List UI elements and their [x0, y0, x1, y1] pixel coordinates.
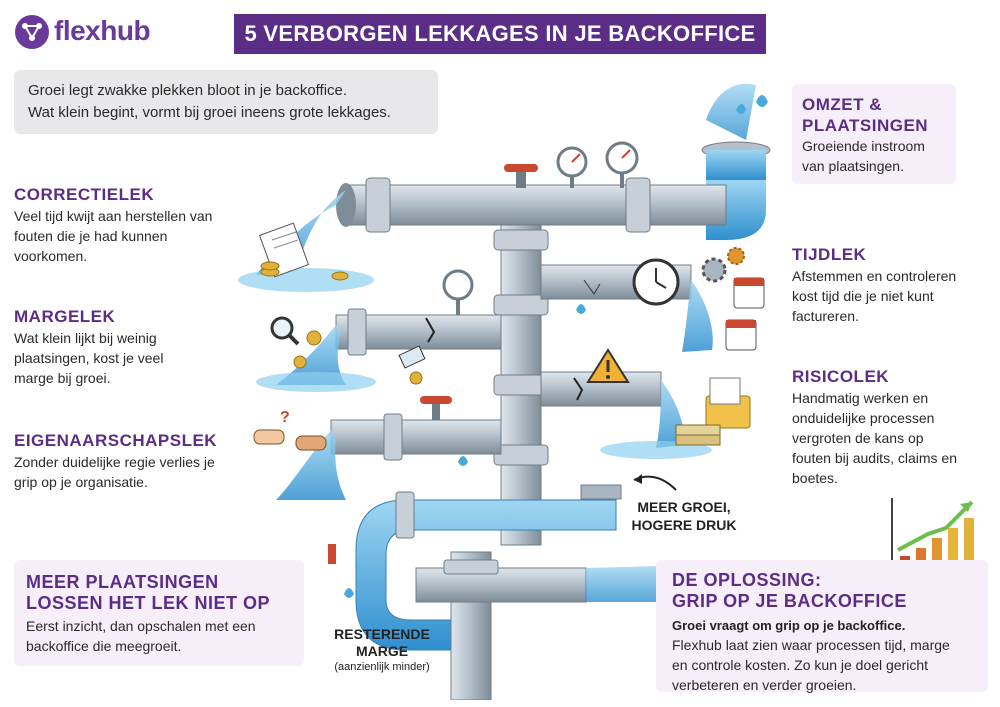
correctielek-line-3: voorkomen. — [14, 248, 88, 264]
brand-logo-text: flexhub — [54, 15, 151, 46]
omzet-line-2: van plaatsingen. — [802, 158, 904, 174]
tijdlek-line-3: factureren. — [792, 308, 859, 324]
warning-icon — [586, 348, 630, 383]
meer-plaatsingen-title-2: LOSSEN HET LEK NIET OP — [26, 593, 271, 613]
svg-text:?: ? — [280, 409, 290, 426]
risicolek-title: RISICOLEK — [792, 367, 890, 386]
gauge-icon — [556, 141, 639, 188]
tijdlek-section: TIJDLEK Afstemmen en controleren kost ti… — [792, 244, 992, 326]
tijdlek-line-1: Afstemmen en controleren — [792, 268, 957, 284]
risicolek-section: RISICOLEK Handmatig werken en onduidelij… — [792, 366, 992, 488]
meer-plaatsingen-line-2: backoffice die meegroeit. — [26, 638, 182, 654]
page-title: 5 VERBORGEN LEKKAGES IN JE BACKOFFICE — [234, 14, 766, 54]
resterende-line-3: (aanzienlijk minder) — [334, 661, 430, 673]
coin-icon — [260, 261, 349, 281]
intro-box: Groei legt zwakke plekken bloot in je ba… — [14, 70, 438, 134]
gauge-icon — [442, 269, 474, 301]
oplossing-title-2: GRIP OP JE BACKOFFICE — [672, 591, 907, 611]
oplossing-bold-line: Groei vraagt om grip op je backoffice. — [672, 618, 906, 633]
oplossing-line-3: verbeteren en verder groeien. — [672, 677, 857, 693]
meer-plaatsingen-card: MEER PLAATSINGEN LOSSEN HET LEK NIET OP … — [14, 560, 304, 666]
folder-icon — [705, 377, 751, 429]
margelek-line-1: Wat klein lijkt bij weinig — [14, 330, 157, 346]
eigenaarschapslek-line-1: Zonder duidelijke regie verlies je — [14, 454, 215, 470]
correctielek-section: CORRECTIELEK Veel tijd kwijt aan herstel… — [14, 184, 244, 266]
resterende-line-2: MARGE — [355, 643, 409, 659]
omzet-title-1: OMZET & — [802, 95, 882, 114]
resterende-line-1: RESTERENDE — [334, 626, 430, 642]
price-tag-icon — [398, 345, 426, 369]
risicolek-line-1: Handmatig werken en — [792, 390, 929, 406]
correctielek-line-1: Veel tijd kwijt aan herstellen van — [14, 208, 213, 224]
tijdlek-line-2: kost tijd die je niet kunt — [792, 288, 934, 304]
valve-icon — [504, 164, 538, 188]
margelek-section: MARGELEK Wat klein lijkt bij weinig plaa… — [14, 306, 244, 388]
eigenaarschapslek-section: EIGENAARSCHAPSLEK Zonder duidelijke regi… — [14, 430, 254, 492]
omzet-line-1: Groeiende instroom — [802, 138, 925, 154]
correctielek-line-2: fouten die je had kunnen — [14, 228, 168, 244]
pipe-illustration: ? — [238, 83, 771, 700]
eigenaarschapslek-line-2: grip op je organisatie. — [14, 474, 148, 490]
meer-plaatsingen-title-1: MEER PLAATSINGEN — [26, 572, 219, 592]
pointing-hands-icon: ? — [253, 409, 327, 451]
tijdlek-title: TIJDLEK — [792, 245, 867, 264]
risicolek-line-2: onduidelijke processen — [792, 410, 935, 426]
oplossing-line-2: en controle kosten. Zo kun je doel geric… — [672, 657, 929, 673]
correctielek-title: CORRECTIELEK — [14, 185, 155, 204]
resterende-marge-label: RESTERENDE MARGE (aanzienlijk minder) — [320, 626, 444, 675]
intro-line-2: Wat klein begint, vormt bij groei ineens… — [28, 104, 391, 121]
risicolek-line-5: boetes. — [792, 470, 838, 486]
meer-groei-label: MEER GROEI, HOGERE DRUK — [622, 498, 746, 534]
eigenaarschapslek-title: EIGENAARSCHAPSLEK — [14, 431, 218, 450]
oplossing-card: DE OPLOSSING: GRIP OP JE BACKOFFICE Groe… — [656, 560, 988, 693]
meer-groei-line-2: HOGERE DRUK — [631, 517, 737, 533]
omzet-card: OMZET & PLAATSINGEN Groeiende instroom v… — [792, 84, 956, 184]
margelek-line-2: plaatsingen, kost je veel — [14, 350, 164, 366]
omzet-title-2: PLAATSINGEN — [802, 116, 929, 135]
oplossing-title-1: DE OPLOSSING: — [672, 570, 822, 590]
risicolek-line-3: vergroten de kans op — [792, 430, 924, 446]
margelek-line-3: marge bij groei. — [14, 370, 111, 386]
magnifier-icon — [270, 316, 300, 346]
meer-groei-line-1: MEER GROEI, — [637, 499, 731, 515]
risicolek-line-4: fouten bij audits, claims en — [792, 450, 957, 466]
flexhub-logo-icon — [15, 15, 49, 49]
oplossing-line-1: Flexhub laat zien waar processen tijd, m… — [672, 637, 950, 653]
margelek-title: MARGELEK — [14, 307, 116, 326]
calendar-icon — [725, 277, 765, 351]
meer-plaatsingen-line-1: Eerst inzicht, dan opschalen met een — [26, 618, 256, 634]
gear-icon — [701, 247, 745, 283]
valve-icon — [420, 396, 452, 404]
clock-icon — [632, 258, 680, 306]
intro-line-1: Groei legt zwakke plekken bloot in je ba… — [28, 82, 348, 99]
